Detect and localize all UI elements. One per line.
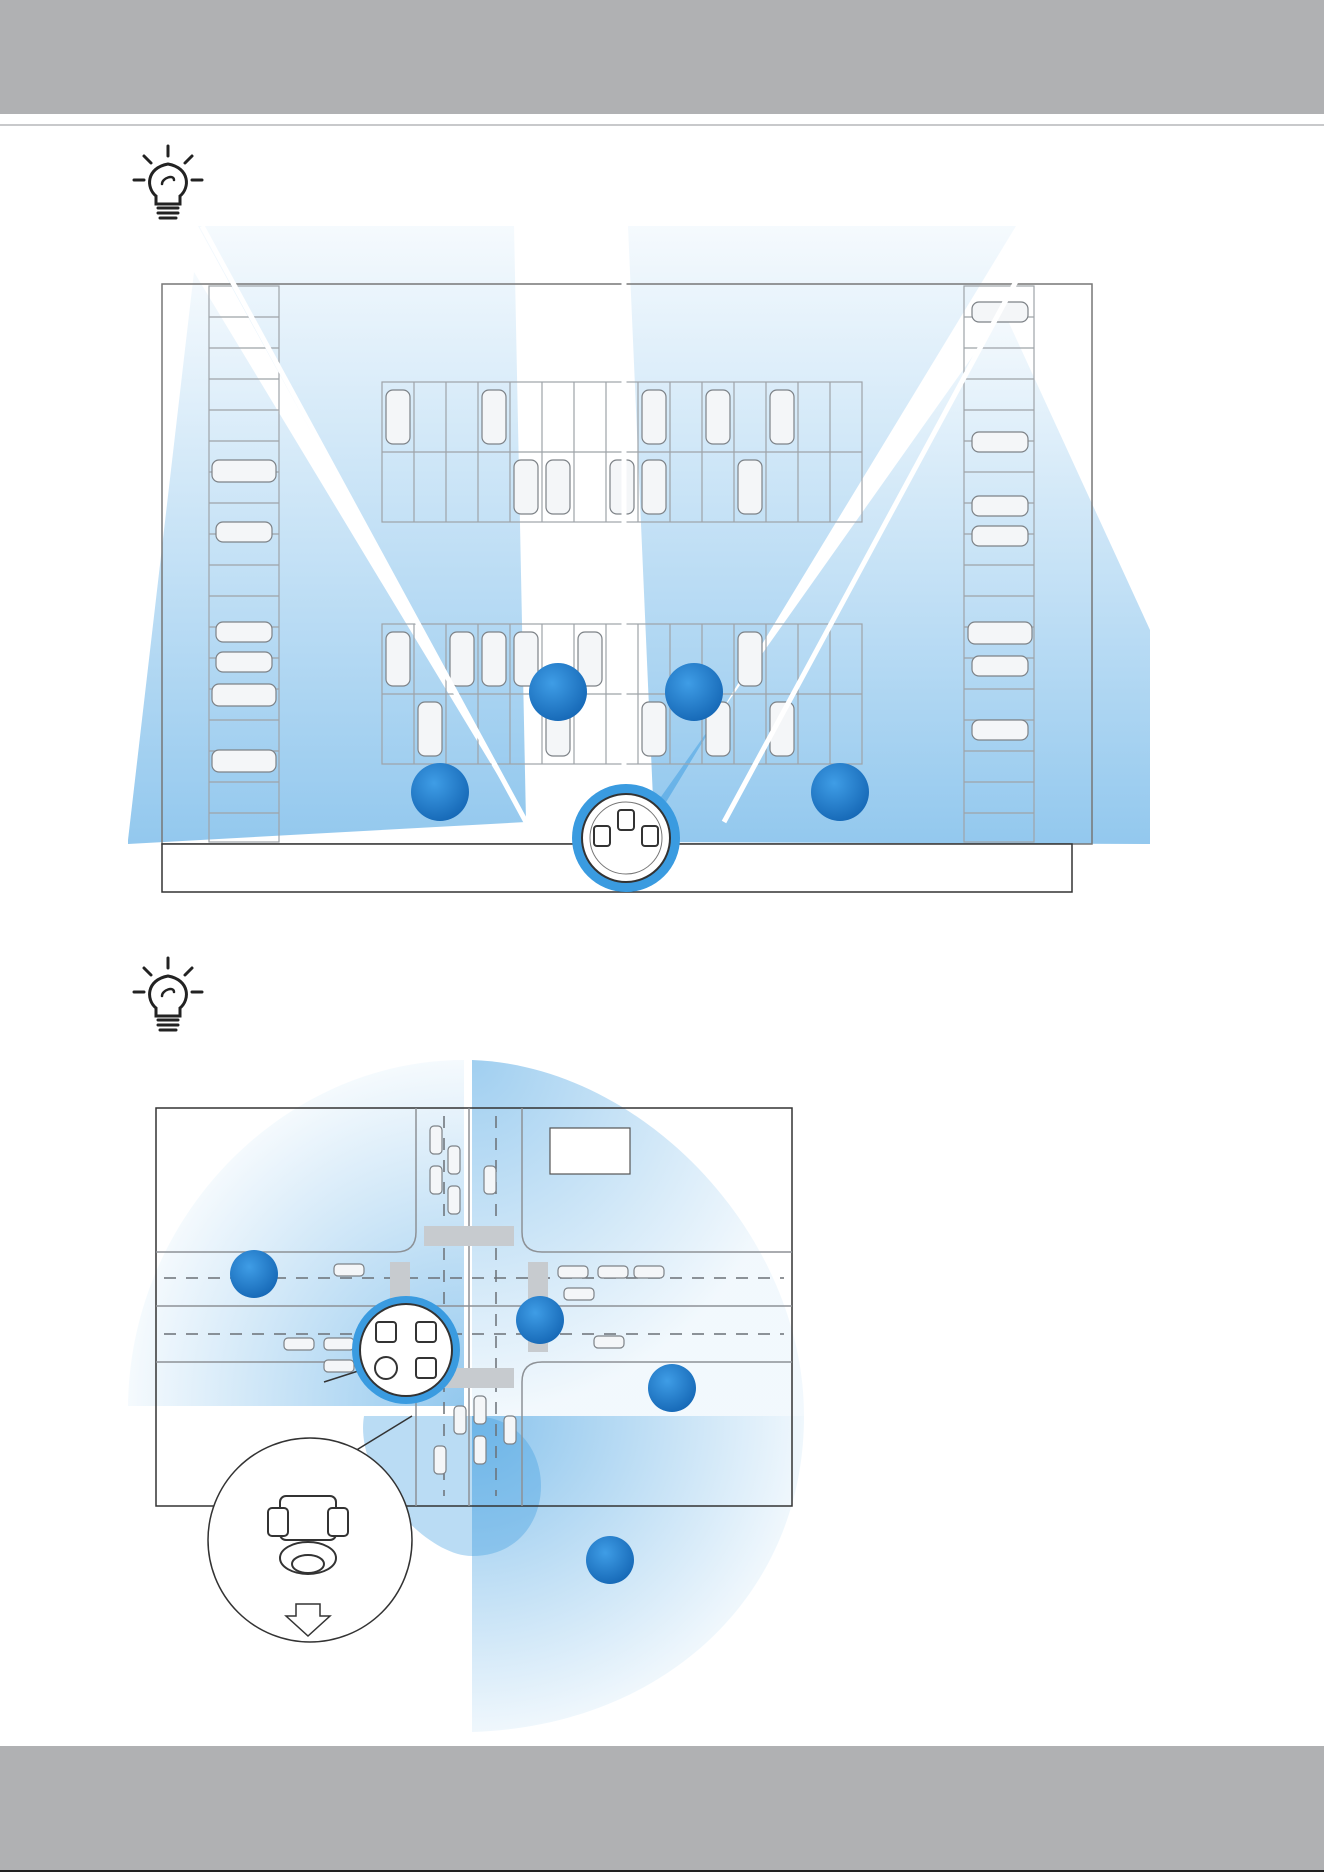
zone-marker: [648, 1364, 696, 1412]
zone-marker: [411, 763, 469, 821]
header-rule: [0, 124, 1324, 126]
zone-marker: [665, 663, 723, 721]
zone-marker: [230, 1250, 278, 1298]
building: [550, 1128, 630, 1174]
camera-module-detail: [268, 1496, 348, 1574]
header-band: [0, 0, 1324, 114]
lightbulb-tip-icon: [132, 144, 204, 224]
zone-marker: [516, 1296, 564, 1344]
zone-marker: [811, 763, 869, 821]
footer-band: [0, 1746, 1324, 1872]
intersection-diagram: [124, 1056, 824, 1736]
parking-lot-diagram: [124, 222, 1152, 894]
camera-unit-icon: [572, 784, 680, 892]
lightbulb-tip-icon: [132, 956, 204, 1036]
zone-marker: [586, 1536, 634, 1584]
camera-unit-icon: [352, 1296, 460, 1404]
zone-marker: [529, 663, 587, 721]
